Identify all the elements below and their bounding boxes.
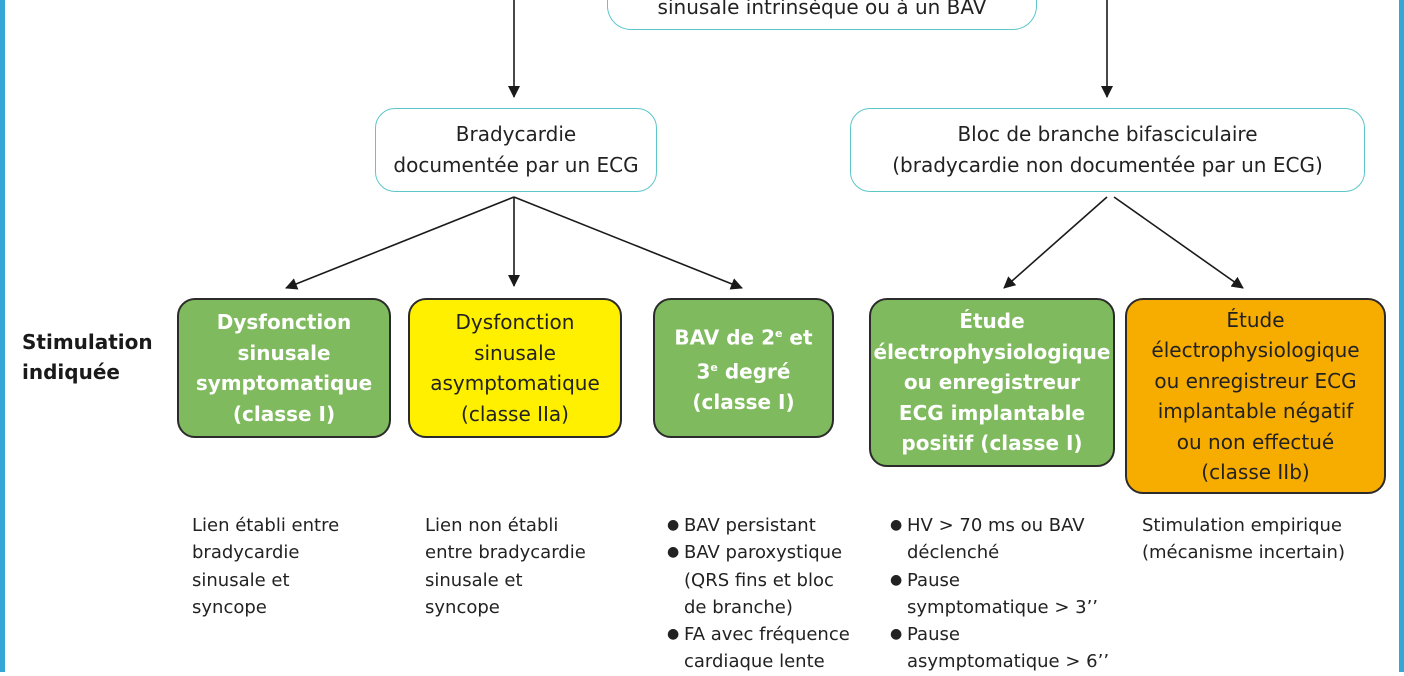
frame-border-right [1399, 0, 1404, 672]
arrow-to-bav [513, 196, 743, 290]
note-bav-item: BAV persistant [667, 512, 867, 540]
etude-negative-box: Étude électrophysiologique ou enregistre… [1125, 298, 1386, 494]
etude-positive-box: Étude électrophysiologique ou enregistre… [869, 298, 1115, 467]
bav-degre-box: BAV de 2e et 3e degré (classe I) [653, 298, 834, 438]
bradycardie-documentee-box: Bradycardie documentée par un ECG [375, 108, 657, 192]
note-etude-negative: Stimulation empirique (mécanisme incerta… [1142, 515, 1345, 564]
arrow-to-etude-positive [1003, 196, 1108, 289]
note-etude-item: HV > 70 ms ou BAV déclenché [890, 512, 1120, 567]
note-dysfonction-symptomatique: Lien établi entre bradycardie sinusale e… [192, 515, 340, 618]
bav-degre-text: BAV de 2e et 3e degré (classe I) [674, 325, 813, 414]
note-bav-item: BAV paroxystique (QRS fins et bloc de br… [667, 539, 867, 621]
note-dysfonction-asymptomatique: Lien non établi entre bradycardie sinusa… [425, 515, 586, 618]
note-etude-item: Pause asymptomatique > 6’’ [890, 621, 1120, 676]
note-bav-list: BAV persistant BAV paroxystique (QRS fin… [667, 512, 867, 676]
note-etude-item: Pause symptomatique > 3’’ [890, 567, 1120, 622]
stimulation-indiquee-label: Stimulation indiquée [22, 330, 153, 384]
dysfonction-asymptomatique-box: Dysfonction sinusale asymptomatique (cla… [408, 298, 622, 438]
intrinsic-cause-box: sinusale intrinsèque ou à un BAV [607, 0, 1037, 30]
frame-border-left [0, 0, 5, 672]
note-bav-item: FA avec fréquence cardiaque lente [667, 621, 867, 676]
dysfonction-symptomatique-box: Dysfonction sinusale symptomatique (clas… [177, 298, 391, 438]
arrow-to-etude-negative [1113, 196, 1244, 289]
note-etude-positive-list: HV > 70 ms ou BAV déclenché Pause sympto… [890, 512, 1120, 676]
bloc-bifasciculaire-box: Bloc de branche bifasciculaire (bradycar… [850, 108, 1365, 192]
arrow-to-dysfonction-symptomatique [285, 196, 515, 290]
